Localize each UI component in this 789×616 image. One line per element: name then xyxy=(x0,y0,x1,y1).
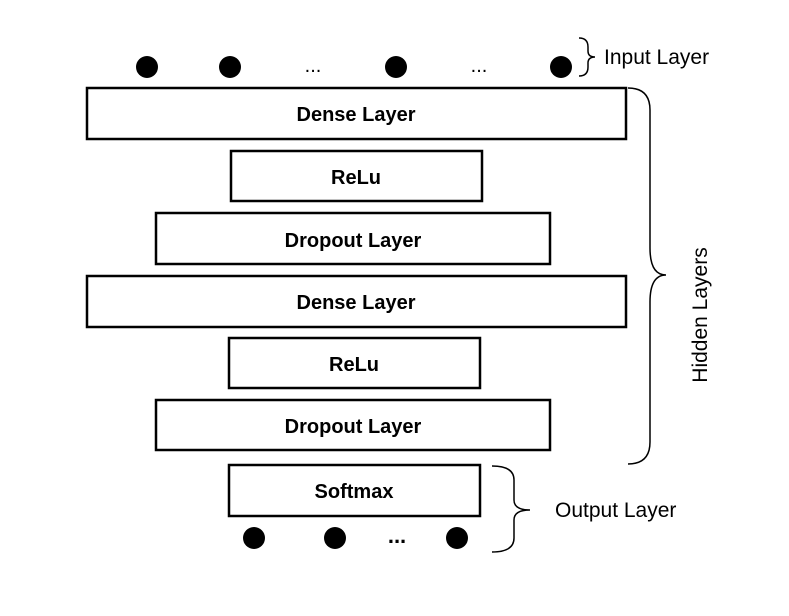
relu-layer-1: ReLu xyxy=(229,149,484,203)
hidden-layers-brace xyxy=(627,87,667,465)
layer-label: Dropout Layer xyxy=(285,230,422,252)
input-ellipsis: ... xyxy=(471,55,488,77)
layer-label: ReLu xyxy=(331,167,381,189)
output-nodes: ... xyxy=(243,523,468,549)
input-node xyxy=(136,56,158,78)
input-ellipsis: ... xyxy=(305,55,322,77)
output-node xyxy=(446,527,468,549)
dense-layer-2: Dense Layer xyxy=(85,274,628,329)
layer-box xyxy=(227,336,482,390)
layer-label: Dense Layer xyxy=(297,104,416,126)
output-layer-brace xyxy=(491,465,531,553)
output-ellipsis: ... xyxy=(388,523,406,548)
hidden-layer-stack: Dense Layer ReLu Dropout Layer Dense Lay… xyxy=(85,86,628,452)
layer-label: ReLu xyxy=(329,354,379,376)
layer-box xyxy=(154,398,552,452)
dropout-layer-2: Dropout Layer xyxy=(154,398,552,452)
input-nodes: ... ... xyxy=(136,55,572,78)
layer-box xyxy=(85,274,628,329)
layer-box xyxy=(229,149,484,203)
layer-box xyxy=(227,463,482,518)
softmax-layer: Softmax xyxy=(227,463,482,518)
input-node xyxy=(550,56,572,78)
hidden-layers-label: Hidden Layers xyxy=(689,247,712,382)
input-node xyxy=(385,56,407,78)
layer-box xyxy=(85,86,628,141)
output-node xyxy=(243,527,265,549)
dropout-layer-1: Dropout Layer xyxy=(154,211,552,266)
output-node xyxy=(324,527,346,549)
dense-layer-1: Dense Layer xyxy=(85,86,628,141)
input-node xyxy=(219,56,241,78)
input-layer-label: Input Layer xyxy=(604,46,709,69)
input-layer-brace xyxy=(578,37,596,77)
output-layer-label: Output Layer xyxy=(555,499,676,522)
layer-label: Dropout Layer xyxy=(285,416,422,438)
relu-layer-2: ReLu xyxy=(227,336,482,390)
layer-label: Dense Layer xyxy=(297,292,416,314)
layer-box xyxy=(154,211,552,266)
layer-label: Softmax xyxy=(315,481,394,503)
